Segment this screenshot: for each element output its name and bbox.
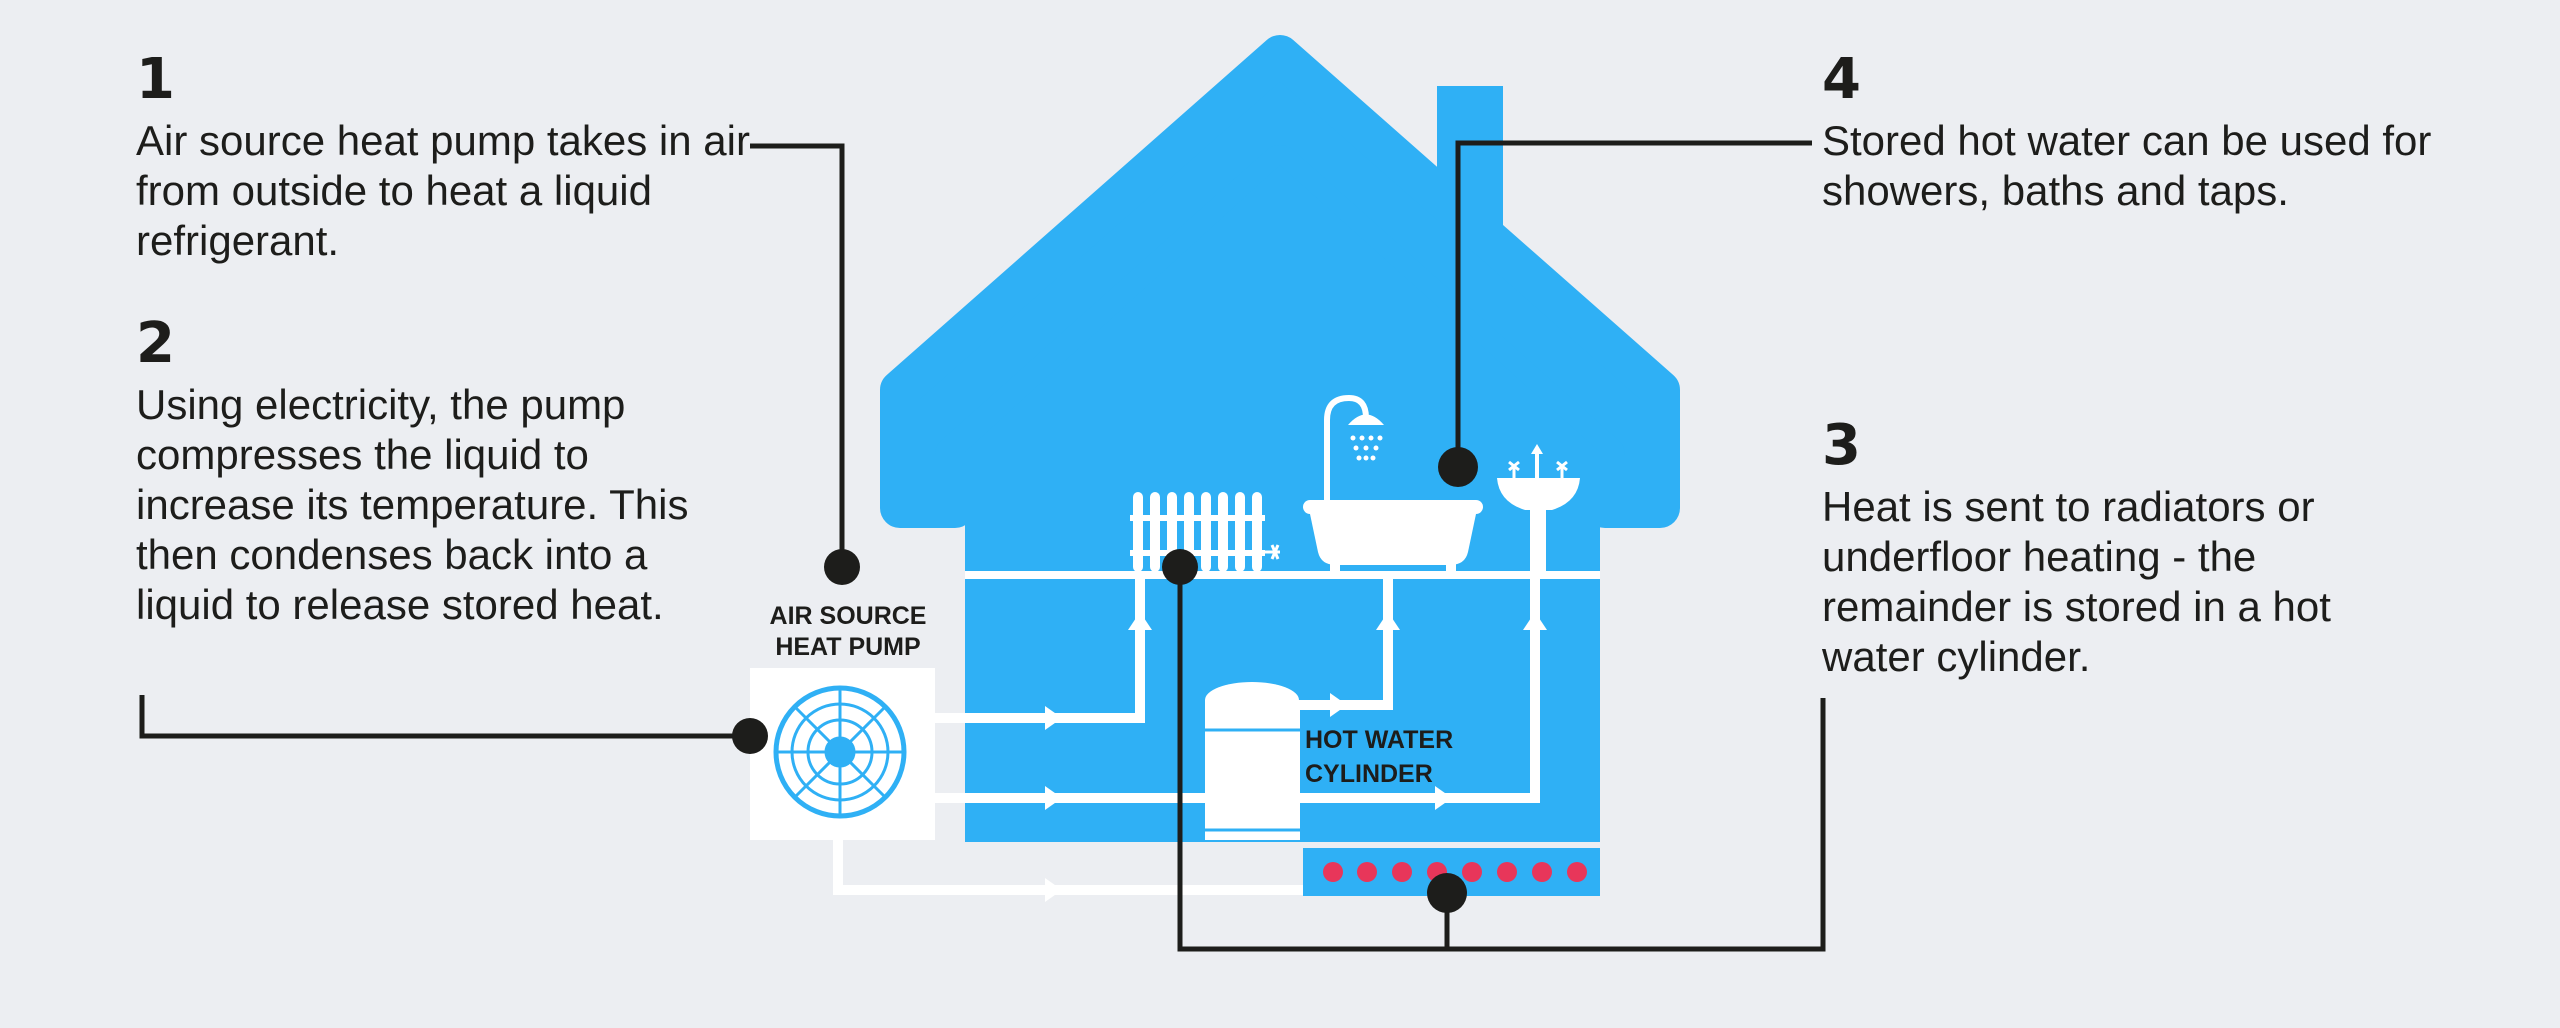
step-3-number: 3: [1822, 413, 1861, 478]
heat-pump-label-line2: HEAT PUMP: [775, 633, 920, 661]
radiator-icon: [1130, 492, 1280, 572]
house-body: [965, 165, 1600, 842]
hot-water-cylinder: [1205, 682, 1300, 840]
flow-arrows: [1045, 612, 1547, 902]
step-3-text: Heat is sent to radiators or underfloor …: [1822, 483, 2331, 680]
sink-icon: [1497, 444, 1580, 573]
step-3: 3 Heat is sent to radiators or underfloo…: [1822, 418, 2442, 682]
shower-head-icon: [1348, 414, 1384, 461]
step-4-text: Stored hot water can be used for showers…: [1822, 117, 2432, 214]
cylinder-label-line2: CYLINDER: [1305, 760, 1433, 788]
floor-divider: [965, 571, 1600, 579]
leader-dots: [732, 447, 1478, 913]
step-2: 2 Using electricity, the pump compresses…: [136, 316, 756, 630]
step-1: 1 Air source heat pump takes in air from…: [136, 52, 756, 266]
step-2-number: 2: [136, 311, 175, 376]
underfloor-dots: [1323, 862, 1587, 882]
heat-pump-label-line1: AIR SOURCE: [770, 602, 927, 630]
step-1-text: Air source heat pump takes in air from o…: [136, 117, 750, 264]
step-4: 4 Stored hot water can be used for showe…: [1822, 52, 2442, 216]
step-1-number: 1: [136, 47, 175, 112]
chimney: [1437, 86, 1503, 246]
cylinder-label-line1: HOT WATER: [1305, 726, 1453, 754]
bath-icon: [1303, 394, 1483, 574]
step-2-text: Using electricity, the pump compresses t…: [136, 381, 689, 628]
fan-icon: [773, 685, 907, 819]
leader-lines: [139, 140, 1826, 952]
step-4-number: 4: [1822, 47, 1861, 112]
